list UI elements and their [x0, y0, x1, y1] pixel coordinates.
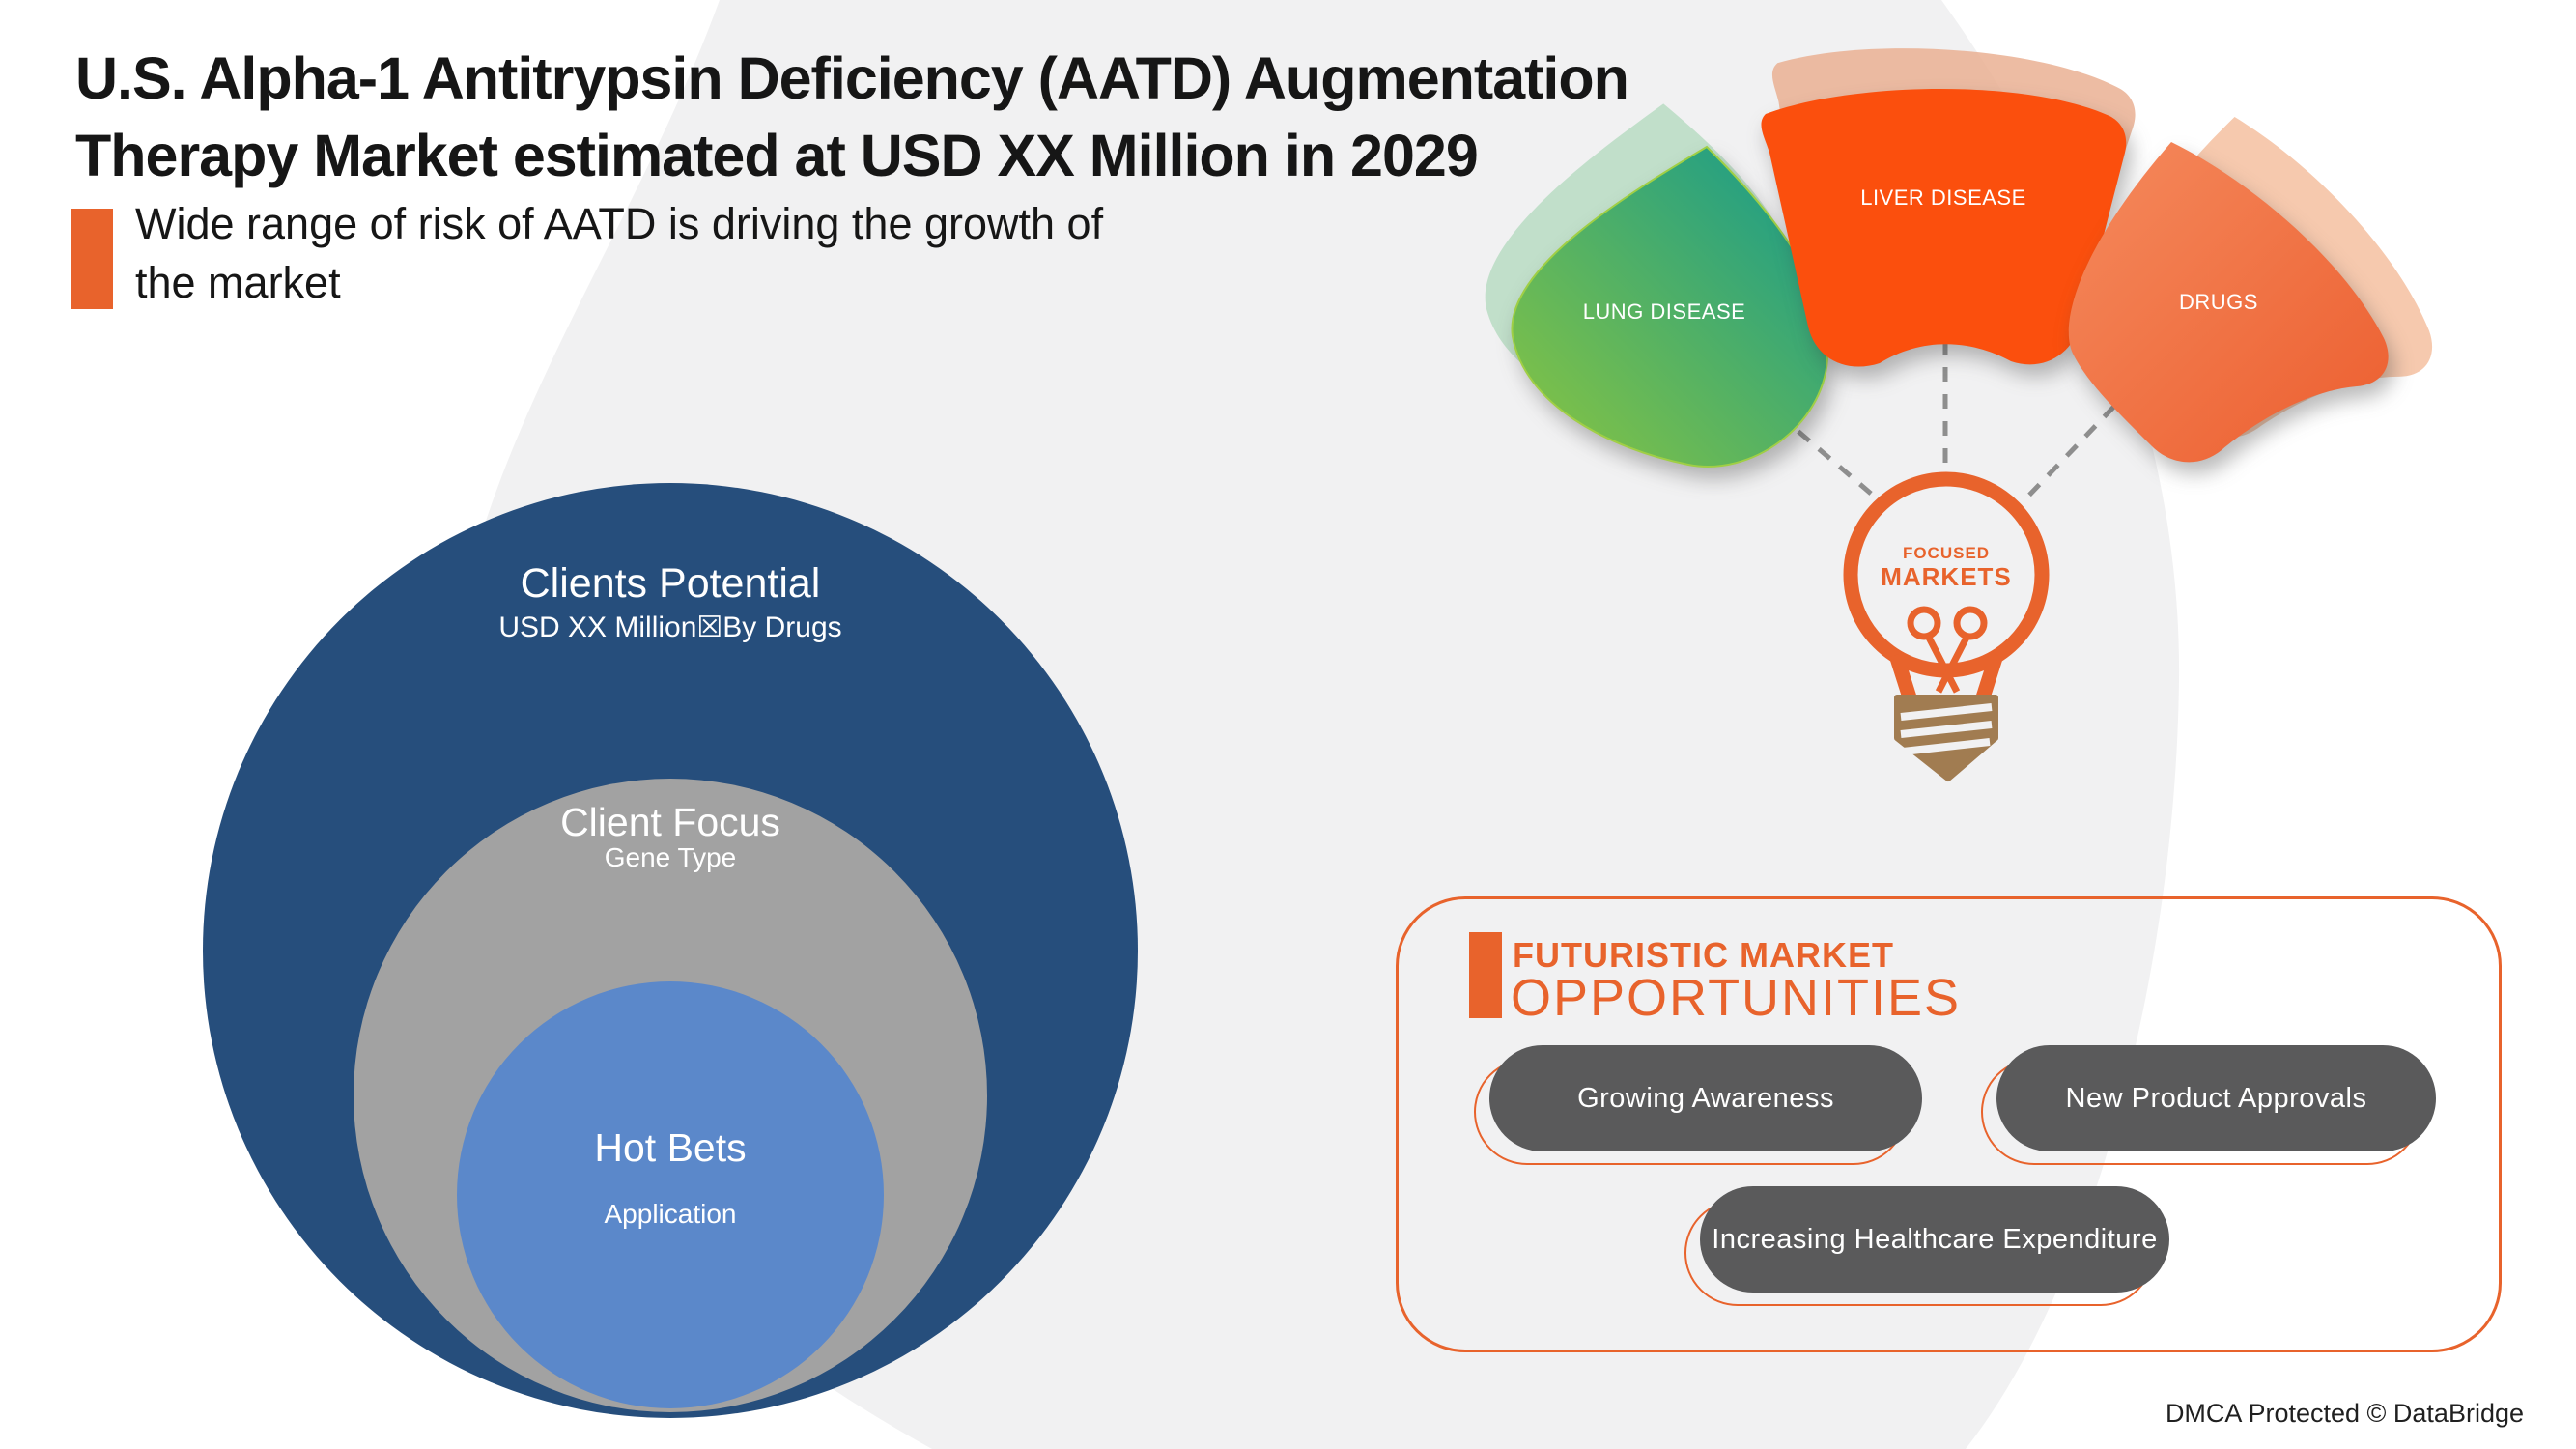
opportunity-pill-new-product-approvals: New Product Approvals [1996, 1045, 2436, 1151]
lung-disease-label: LUNG DISEASE [1583, 299, 1746, 324]
funnel-outer-subtitle: USD XX Million☒By Drugs [498, 611, 842, 643]
opportunities-heading-line2: OPPORTUNITIES [1511, 969, 1962, 1027]
opportunities-heading-line1: FUTURISTIC MARKET [1513, 935, 1894, 975]
funnel-middle-title: Client Focus [560, 800, 780, 844]
bulb-neck-left [1888, 652, 1917, 700]
bulb-filament-wire-left [1924, 634, 1961, 694]
bulb-filament-loop-left [1907, 606, 1941, 640]
bulb-label-line2: MARKETS [1881, 562, 2012, 591]
opportunity-pill-healthcare-expenditure: Increasing Healthcare Expenditure [1700, 1186, 2169, 1293]
funnel-outer-title: Clients Potential [520, 560, 821, 607]
drugs-label: DRUGS [2179, 290, 2258, 314]
opportunity-label: New Product Approvals [2065, 1082, 2367, 1114]
opportunity-label: Increasing Healthcare Expenditure [1712, 1223, 2158, 1255]
page-title-line1: U.S. Alpha-1 Antitrypsin Deficiency (AAT… [75, 45, 1629, 111]
bulb-base-stripes [1900, 703, 1993, 755]
page-title-line2: Therapy Market estimated at USD XX Milli… [75, 123, 1479, 188]
liver-disease-petal [1761, 89, 2127, 367]
bulb-label-line1: FOCUSED [1903, 544, 1990, 562]
focused-markets-diagram: LUNG DISEASE LIVER DISEASE DRUGS FOCUSED… [1485, 48, 2433, 781]
dmca-footer: DMCA Protected © DataBridge [2165, 1399, 2524, 1428]
funnel-circle-inner [457, 981, 884, 1408]
bulb-neck-right [1975, 652, 2004, 700]
liver-disease-label: LIVER DISEASE [1860, 185, 2026, 210]
lightbulb-icon: FOCUSED MARKETS [1843, 471, 2050, 781]
subtitle-accent-bar [71, 209, 113, 309]
subtitle-line1: Wide range of risk of AATD is driving th… [135, 199, 1104, 248]
subtitle-line2: the market [135, 258, 341, 307]
opportunity-label: Growing Awareness [1577, 1082, 1834, 1114]
funnel-inner-subtitle: Application [604, 1199, 737, 1229]
funnel-middle-subtitle: Gene Type [604, 842, 737, 872]
opportunities-accent-bar [1469, 932, 1502, 1018]
funnel-inner-title: Hot Bets [594, 1125, 747, 1170]
bulb-filament-wire-right [1935, 634, 1971, 694]
bulb-filament-loop-right [1953, 606, 1988, 640]
drugs-petal [2068, 142, 2389, 463]
opportunity-pill-growing-awareness: Growing Awareness [1489, 1045, 1922, 1151]
opportunities-panel [1396, 896, 2502, 1352]
